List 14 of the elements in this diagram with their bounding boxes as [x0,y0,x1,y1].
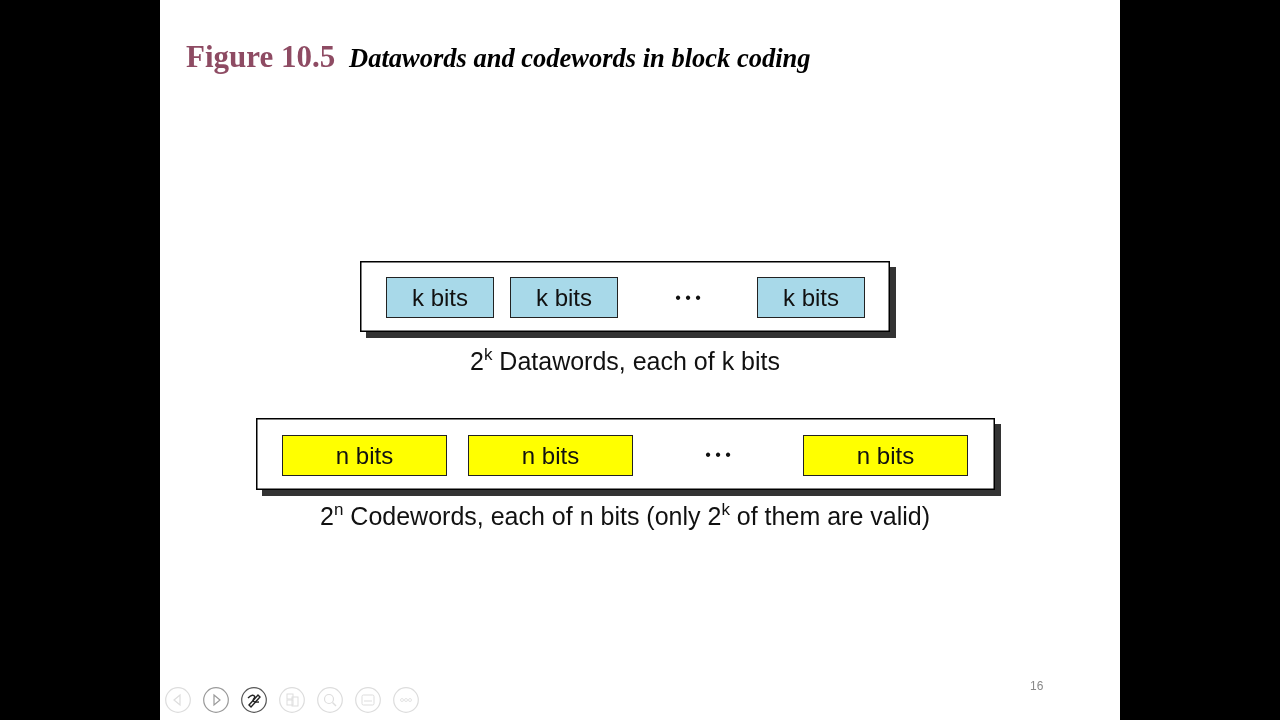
dataword-set-frame [360,261,896,338]
codeword-box: n bits [282,435,447,476]
codeword-box: n bits [468,435,633,476]
figure-title: Figure 10.5 Datawords and codewords in block coding [186,38,811,76]
node-label: 2$^{n}$ Codewords, each of n bits (only 2$^{k}$ of them are valid) [320,501,930,531]
codeword-box: n bits [803,435,968,476]
dataword-box: k bits [386,277,494,318]
page-number: 16 [1030,679,1044,694]
ellipsis: • • • [705,447,731,463]
dataword-box: k bits [510,277,618,318]
node-label: 2$^{k}$ Datawords, each of k bits [470,346,780,376]
codeword-set-frame [256,418,1001,496]
ellipsis: • • • [675,290,701,306]
dataword-box: k bits [757,277,865,318]
